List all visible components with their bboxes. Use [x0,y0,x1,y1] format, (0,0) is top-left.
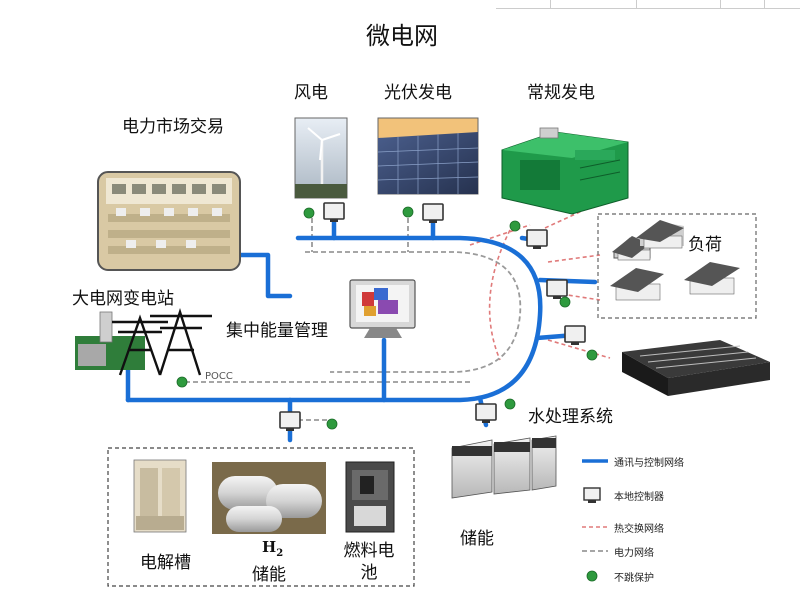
electrolyzer-label: 电解槽 [140,553,191,573]
pocc-label: POCC [205,371,233,382]
fuel-cell-image [345,461,395,533]
fuel-cell-label: 燃料电池 [343,541,395,583]
controller-genset [526,229,548,249]
h2-tank-image [212,462,326,534]
water-treatment-image [622,340,770,396]
battery-icon-2 [493,437,531,495]
house-icon-3 [610,268,664,301]
h2-subscript: 2 [276,548,284,559]
heat-line-water [547,339,611,359]
corner-table-fragment [496,0,800,9]
legend-label-comm: 通讯与控制网络 [614,458,684,469]
wind-label: 风电 [294,83,328,103]
protection-dot-storage [504,398,516,410]
protection-dot-pv [402,206,414,218]
water-label: 水处理系统 [528,407,613,427]
load-group [597,213,757,319]
protection-dot-pocc [176,376,188,388]
load-label: 负荷 [688,235,722,255]
controller-load [546,279,568,299]
protection-dot-wind [303,207,315,219]
protection-dot-water [586,349,598,361]
local-controllers [279,202,586,431]
legend-label-protection: 不跳保护 [614,573,654,584]
storage-label: 储能 [460,529,494,549]
controller-wind [323,202,345,222]
legend-label-heat: 热交换网络 [614,524,664,535]
conventional-label: 常规发电 [527,83,595,103]
controller-h2 [279,411,301,431]
market-room-image [97,171,241,271]
substation-label: 大电网变电站 [72,289,174,309]
house-icon-4 [684,262,740,295]
pv-label: 光伏发电 [384,83,452,103]
protection-dot-h2 [326,418,338,430]
legend-label-power: 电力网络 [614,548,654,559]
ems-label: 集中能量管理 [226,321,328,341]
h2-formula: H2 [262,538,283,559]
diagram-title: 微电网 [366,22,438,50]
power-network-lines [185,210,522,421]
battery-icon-1 [451,439,493,499]
legend-swatch-protection [586,570,598,582]
h2-storage-label: 储能 [252,565,286,585]
battery-icon-3 [531,435,557,491]
market-label: 电力市场交易 [122,117,224,137]
pv-panel-image [377,117,479,195]
protection-dot-genset [509,220,521,232]
protection-dot-load [559,296,571,308]
controller-storage [475,403,497,423]
electrolyzer-image [133,459,187,533]
controller-water [564,325,586,345]
power-line-main [305,251,522,373]
ems-computer-image [349,279,416,338]
protection-points [176,206,598,430]
legend-label-controller: 本地控制器 [614,492,664,503]
genset-image [501,127,629,215]
battery-storage-image [451,435,557,499]
legend-swatch-controller [583,487,601,503]
heat-line-top [469,224,531,246]
controller-pv [422,203,444,223]
comm-line-main-bus [125,235,543,403]
house-icon-2 [636,220,684,249]
hydrogen-group [107,447,415,587]
legend-graphics [582,459,608,582]
wind-turbine-image [294,117,348,199]
heat-line-load-1 [547,254,601,263]
substation-image [75,308,212,376]
h2-symbol: H [262,538,277,556]
